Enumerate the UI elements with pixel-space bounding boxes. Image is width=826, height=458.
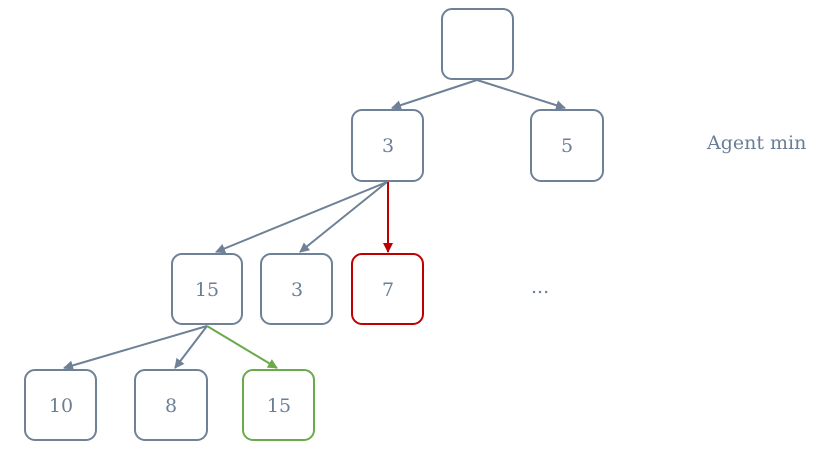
edge-root-to-5 (476, 79, 566, 111)
node-value: 15 (267, 395, 291, 417)
node-value: 15 (195, 279, 219, 301)
edge-root-to-3 (391, 79, 478, 110)
node-value: 10 (49, 395, 73, 417)
tree-node-l3-c-highlighted: 15 (242, 369, 315, 441)
tree-node-l1-b: 5 (530, 109, 604, 182)
edge-15-to-10 (63, 325, 208, 371)
agent-label: Agent min (706, 132, 806, 154)
tree-edges (63, 79, 566, 371)
node-value: 7 (382, 279, 394, 301)
node-value: 3 (291, 279, 303, 301)
edge-3-to-15 (215, 181, 388, 254)
edge-15-to-8 (174, 325, 208, 369)
ellipsis-label: ... (531, 276, 549, 298)
tree-node-l2-b: 3 (260, 253, 333, 325)
tree-node-l2-c-highlighted: 7 (351, 253, 424, 325)
node-value: 8 (165, 395, 177, 417)
edge-15-to-15 (206, 325, 278, 369)
node-value: 5 (561, 135, 573, 157)
tree-node-l3-a: 10 (24, 369, 97, 441)
tree-node-l2-a: 15 (171, 253, 243, 325)
tree-node-l3-b: 8 (134, 369, 208, 441)
node-value: 3 (382, 135, 394, 157)
edge-3-to-3 (299, 181, 388, 253)
tree-node-l1-a: 3 (351, 109, 424, 182)
tree-node-root (441, 8, 514, 80)
